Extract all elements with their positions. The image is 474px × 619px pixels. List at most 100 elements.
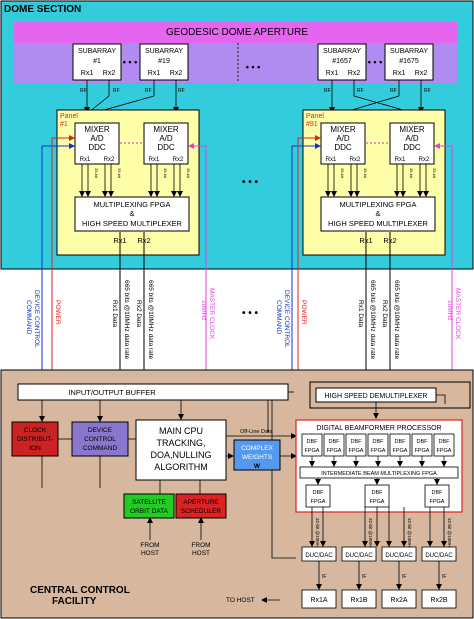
- from-host-right-1: FROM: [191, 542, 210, 549]
- geodesic-dome-aperture-label: GEODESIC DOME APERTURE: [166, 27, 308, 38]
- if-label-2: IF: [362, 574, 366, 580]
- dbf-second-units: [305, 484, 450, 508]
- main-cpu: [135, 419, 227, 481]
- dbf-unit-2-l1: DBF: [329, 439, 341, 445]
- duc-dac-4: DUC/DAC: [425, 553, 453, 559]
- rx2-data-rate-2: 665 bits @10MHz data rate: [393, 280, 400, 360]
- subarray-1-rx1: Rx1: [81, 70, 94, 77]
- aperture-scheduler: [175, 493, 227, 519]
- dbf-unit-7-l2: FPGA: [437, 448, 452, 454]
- dbf-processor: DIGITAL BEAMFORMER PROCESSOR DBF FPGA DB…: [295, 419, 463, 513]
- panel-91-mixer-left-rx1: Rx1: [326, 157, 337, 163]
- from-host-right-2: HOST: [192, 550, 210, 557]
- subarray-1-title: SUBARRAY: [78, 48, 116, 55]
- panel-1-rate-2: 35-bit: [117, 168, 122, 179]
- subarray-1657-title: SUBARRAY: [323, 48, 361, 55]
- complex-weights-line1: COMPLEX: [241, 445, 273, 452]
- output-rx2a: Rx2A: [390, 597, 407, 604]
- panel-91-mixer-right-rx2: Rx2: [419, 157, 430, 163]
- subarray-1675: SUBARRAY #1675 Rx1 Rx2: [384, 43, 434, 81]
- subarray-19: SUBARRAY #19 Rx1 Rx2: [139, 43, 189, 81]
- device-control-label-2a: DEVICE CONTROL: [283, 290, 290, 348]
- subarray-1-rx2: Rx2: [103, 70, 116, 77]
- hs-demux-label: HIGH SPEED DEMULTIPLEXER: [325, 393, 428, 400]
- rx2-data-rate-1: 665 bits @10MHz data rate: [147, 280, 154, 360]
- power-label-1: POWER: [54, 300, 61, 325]
- panel-1-mixer-left-line1: MIXER: [84, 125, 110, 134]
- panel-1-fpga-amp: &: [129, 209, 134, 218]
- rf-label-6: RF: [357, 88, 364, 94]
- complex-weights-line3: W: [254, 463, 261, 470]
- dbf-output-lines: [309, 507, 447, 547]
- panel-1-mixer-right-rx2: Rx2: [173, 157, 184, 163]
- master-clock-rate-2: 10MHz: [446, 300, 453, 321]
- dbf-unit-1-l1: DBF: [307, 439, 319, 445]
- subarray-19-rx1: Rx1: [148, 70, 161, 77]
- duc-dac-2: DUC/DAC: [345, 553, 373, 559]
- to-host-label: TO HOST: [226, 597, 255, 604]
- panel-91-label: Panel: [306, 113, 324, 120]
- panel-1-mixer-right-line2: A/D: [159, 134, 173, 143]
- dbf-second-3-l1: DBF: [432, 490, 444, 496]
- dbf-intermediate: [299, 466, 459, 479]
- panel-1-mixer-right-rx1: Rx1: [149, 157, 160, 163]
- rf-label-5: RF: [324, 88, 331, 94]
- panel-91-rate-3: 35-bit: [409, 168, 414, 179]
- master-clock-rate-1: 10MHz: [200, 300, 207, 321]
- dbf-unit-3-l1: DBF: [351, 439, 363, 445]
- dbf-unit-4-l1: DBF: [373, 439, 385, 445]
- panel-91-fpga: [320, 196, 436, 232]
- device-control-command: [71, 421, 129, 457]
- panel-1-mixer-right: [143, 122, 189, 165]
- satellite-orbit-data-line2: ORBIT DATA: [130, 508, 169, 515]
- dbf-intermediate-label: INTERMEDIATE BEAM MULTIPLEXING FPGA: [321, 471, 437, 477]
- dbf-unit-1-l2: FPGA: [305, 448, 320, 454]
- dbf-second-3-l2: FPGA: [430, 499, 445, 505]
- rf-label-4: RF: [178, 88, 185, 94]
- main-cpu-line4: ALGORITHM: [154, 462, 208, 472]
- rf-label-8: RF: [424, 88, 431, 94]
- panel-91-fpga-line2: HIGH SPEED MULTIPLEXER: [328, 219, 428, 228]
- rx1-data-rate-2: 665 bits @10MHz data rate: [369, 280, 376, 360]
- device-control-command-line3: COMMAND: [83, 445, 118, 452]
- clock-distribution: [11, 421, 59, 457]
- subarray-1657: SUBARRAY #1657 Rx1 Rx2: [317, 43, 367, 81]
- links-ellipsis: • • •: [242, 308, 259, 319]
- device-control-label-1: DEVICE CONTROL: [33, 290, 40, 348]
- rate-label-2: 32-bit @10MHz: [368, 518, 373, 550]
- io-buffer-label: INPUT/OUTPUT BUFFER: [68, 388, 156, 397]
- rx1-data-rate-1: 665 bits @10MHz data rate: [123, 280, 130, 360]
- panel-1-mixer-left-line2: A/D: [90, 134, 104, 143]
- output-rx1a: Rx1A: [310, 597, 327, 604]
- rx2-data-label-2: Rx2 Data: [381, 300, 388, 327]
- central-connectors: [39, 391, 446, 603]
- if-label-3: IF: [402, 574, 406, 580]
- panel-91-rate-2: 35-bit: [363, 168, 368, 179]
- panel-1: Panel #1 MIXER A/D DDC Rx1 Rx2 MIXER A/D…: [56, 109, 200, 256]
- panel-91-mixer-right-line2: A/D: [405, 134, 419, 143]
- dbf-second-1-l1: DBF: [313, 490, 325, 496]
- output-rx1b: Rx1B: [350, 597, 367, 604]
- satellite-orbit-data-line1: SATELLITE: [132, 499, 167, 506]
- if-label-1: IF: [322, 574, 326, 580]
- panel-1-mixer-left-line3: DDC: [88, 143, 106, 152]
- rate-label-1: 32-bit @10MHz: [315, 518, 320, 550]
- dbf-unit-5-l1: DBF: [395, 439, 407, 445]
- panel-91-fpga-amp: &: [375, 209, 380, 218]
- clock-distribution-line3: ION: [29, 445, 41, 452]
- panel-91-mixer-right: [389, 122, 435, 165]
- panel-91-mixer-left: [320, 122, 366, 165]
- dbf-unit-5-l2: FPGA: [393, 448, 408, 454]
- dbf-unit-4-l2: FPGA: [371, 448, 386, 454]
- main-cpu-line3: DOA,NULLING: [150, 450, 211, 460]
- panel-91-mixer-left-line2: A/D: [336, 134, 350, 143]
- aperture-scheduler-line1: APERTURE: [183, 499, 219, 506]
- panel-91-fpga-line1: MULTIPLEXING FPGA: [340, 200, 417, 209]
- rf-label-1: RF: [80, 88, 87, 94]
- dbf-unit-2-l2: FPGA: [327, 448, 342, 454]
- subarray-1675-rx1: Rx1: [393, 70, 406, 77]
- subarray-1657-number: #1657: [332, 58, 352, 65]
- rf-label-2: RF: [113, 88, 120, 94]
- device-control-command-line2: CONTROL: [84, 436, 116, 443]
